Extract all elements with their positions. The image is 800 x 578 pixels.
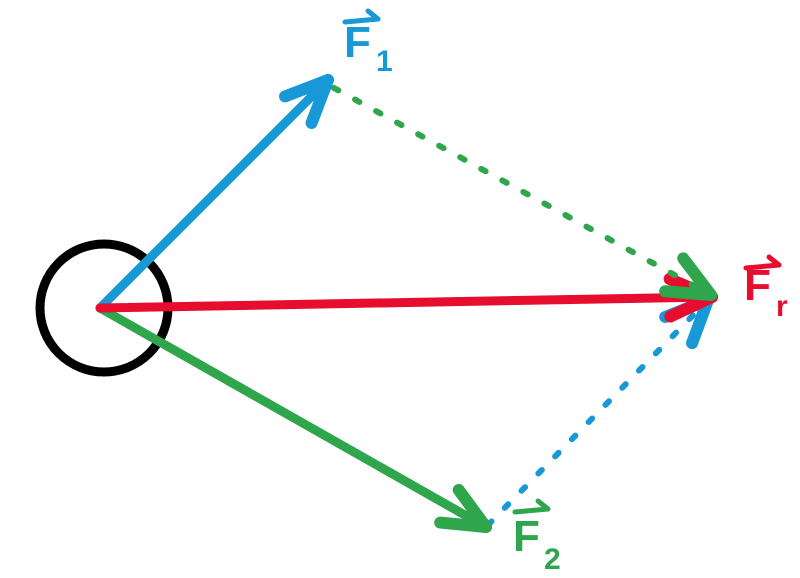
shaft-F2 bbox=[95, 303, 491, 532]
label-F2-letter: F bbox=[513, 512, 540, 561]
label-F2-vector-arrow-bar bbox=[512, 506, 551, 515]
label-F1: F 1 bbox=[342, 8, 393, 78]
label-F1-subscript: 1 bbox=[376, 45, 393, 78]
label-Fr: F r bbox=[743, 254, 788, 323]
vector-F2 bbox=[95, 303, 492, 533]
arrowhead-barb-F2-shifted-2 bbox=[677, 252, 717, 301]
label-F1-letter: F bbox=[344, 18, 371, 67]
construction-line-F2-shifted bbox=[331, 85, 714, 298]
label-Fr-vector-arrow-barb bbox=[766, 254, 782, 268]
vector-F1 bbox=[95, 74, 334, 313]
label-F1-vector-arrow-bar bbox=[342, 16, 381, 25]
label-F2-subscript: 2 bbox=[544, 543, 561, 576]
shaft-F1 bbox=[95, 75, 333, 313]
vector-F1-shifted bbox=[485, 294, 714, 528]
arrowhead-barb-F1-2 bbox=[279, 74, 334, 103]
diagram-labels: F 1 F 2 F r bbox=[342, 8, 788, 576]
shaft-Fr bbox=[95, 292, 717, 313]
arrowhead-barb-F2-2 bbox=[452, 483, 492, 533]
label-F1-vector-arrow-barb bbox=[365, 8, 381, 22]
label-Fr-subscript: r bbox=[776, 290, 788, 323]
diagram-geometry bbox=[35, 74, 718, 533]
vector-F2-shifted bbox=[331, 85, 717, 301]
label-F2-vector-arrow-barb bbox=[535, 498, 551, 512]
label-F2: F 2 bbox=[512, 498, 561, 576]
label-Fr-vector-arrow-bar bbox=[743, 262, 782, 271]
construction-line-F1-shifted bbox=[485, 297, 711, 528]
vector-Fr bbox=[95, 273, 718, 323]
